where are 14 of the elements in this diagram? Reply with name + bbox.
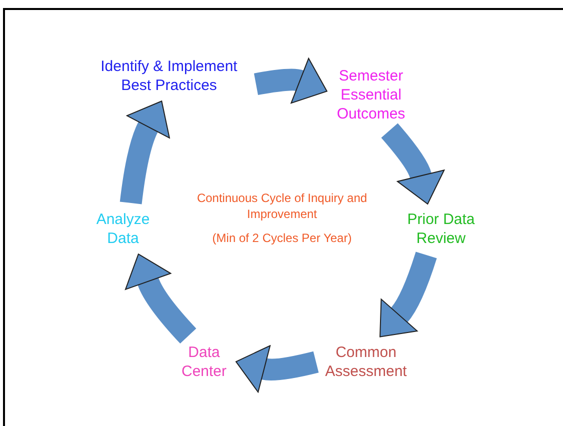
center-caption: (Min of 2 Cycles Per Year) — [212, 230, 352, 246]
center-caption: Continuous Cycle of Inquiry and Improvement — [196, 190, 368, 222]
step-label: Semester Essential Outcomes — [336, 66, 406, 124]
step-label: Prior Data Review — [406, 210, 476, 248]
block-arrow — [381, 123, 444, 204]
block-arrow — [254, 57, 328, 104]
block-arrow — [125, 254, 196, 344]
step-label: Analyze Data — [95, 210, 151, 248]
step-label: Common Assessment — [324, 343, 408, 381]
block-arrow — [235, 344, 319, 393]
block-arrow — [120, 100, 170, 204]
step-label: Data Center — [180, 343, 228, 381]
block-arrow — [380, 252, 437, 338]
step-label: Identify & Implement Best Practices — [100, 57, 238, 95]
